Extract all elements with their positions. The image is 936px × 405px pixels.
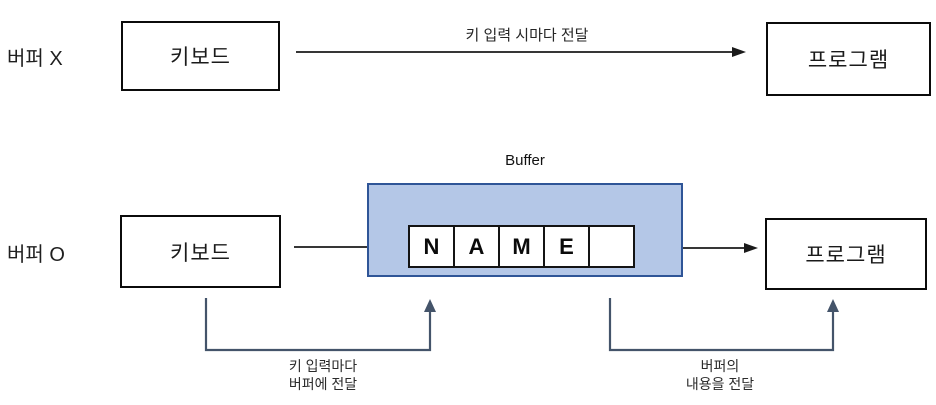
keyboard-box-bottom: 키보드 (120, 215, 281, 288)
buffer-cell-letter: M (512, 233, 531, 259)
connector-label-left: 키 입력마다 버퍼에 전달 (233, 357, 413, 393)
connector-label-right-line1: 버퍼의 (700, 358, 740, 374)
row-buffer-label: 버퍼 O (7, 244, 65, 266)
row-no-buffer-label: 버퍼 X (7, 48, 63, 70)
keyboard-box-bottom-label: 키보드 (170, 241, 231, 265)
program-box-top: 프로그램 (766, 22, 931, 96)
program-box-bottom-label: 프로그램 (805, 244, 887, 267)
buffer-cell: A (453, 225, 500, 268)
connector-buffer-to-program (608, 298, 839, 352)
buffer-cell: E (543, 225, 590, 268)
connector-keyboard-to-buffer (204, 298, 436, 352)
connector-label-right-line2: 내용을 전달 (685, 376, 755, 392)
keyboard-box-top-label: 키보드 (170, 46, 231, 69)
connector-label-left-line2: 버퍼에 전달 (288, 376, 358, 392)
keyboard-box-top: 키보드 (121, 21, 280, 91)
program-box-top-label: 프로그램 (807, 49, 890, 72)
buffer-cells: N A M E (408, 225, 635, 268)
arrow-label-top: 키 입력 시마다 전달 (465, 27, 589, 44)
buffer-cell-letter: E (559, 233, 574, 259)
connector-label-left-line1: 키 입력마다 (288, 358, 358, 374)
buffer-cell-letter: A (468, 233, 485, 259)
connector-label-right: 버퍼의 내용을 전달 (630, 357, 810, 393)
buffer-cell: N (408, 225, 455, 268)
buffer-cell-letter: N (423, 233, 440, 259)
program-box-bottom: 프로그램 (765, 218, 927, 290)
buffer-title: Buffer (505, 152, 545, 169)
arrow-keyboard-to-program (296, 47, 746, 57)
buffer-cell: M (498, 225, 545, 268)
buffer-cell (588, 225, 635, 268)
